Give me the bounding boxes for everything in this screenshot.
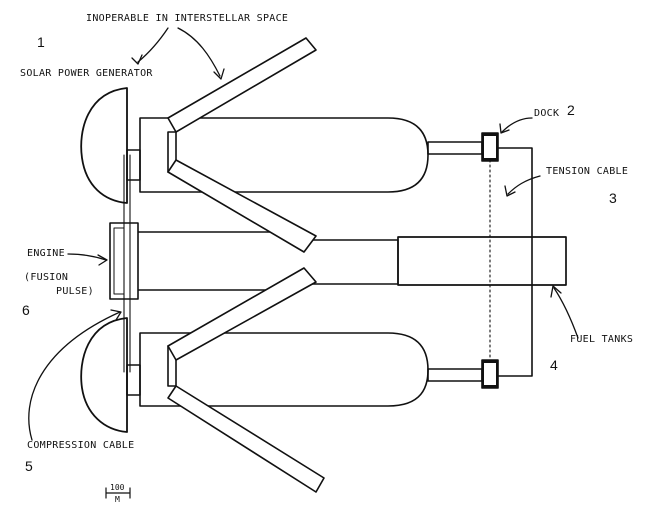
lower-boom — [167, 385, 325, 493]
central-spine — [134, 231, 399, 291]
label-fusion-1: (FUSION — [24, 272, 69, 283]
compression-arrow — [28, 311, 121, 441]
solar-generator-top — [80, 87, 128, 204]
fuel-tanks-arrow — [553, 287, 579, 339]
solar-generator-bottom — [80, 317, 128, 433]
upper-module-mount — [126, 149, 141, 181]
label-engine: ENGINE — [27, 248, 65, 259]
engine-arrow — [67, 253, 107, 261]
label-compression-cable: COMPRESSION CABLE — [27, 440, 135, 451]
callout-number-3: 3 — [609, 190, 617, 206]
callout-number-2: 2 — [567, 102, 575, 118]
callout-number-4: 4 — [550, 357, 558, 373]
lower-pipe — [427, 368, 483, 382]
inoperable-arrow-right — [177, 27, 221, 77]
inoperable-arrow-left — [137, 27, 169, 63]
lower-strut — [167, 267, 317, 361]
dock-arrow — [501, 117, 533, 133]
tension-arrow — [507, 175, 541, 195]
label-inoperable: INOPERABLE IN INTERSTELLAR SPACE — [86, 13, 289, 24]
label-solar-generator: SOLAR POWER GENERATOR — [20, 68, 153, 79]
callout-number-1: 1 — [37, 34, 45, 50]
lower-module-mount — [126, 364, 141, 396]
fuel-tank — [397, 236, 567, 286]
upper-pipe — [427, 141, 483, 155]
upper-boom — [167, 37, 317, 133]
label-fuel-tanks: FUEL TANKS — [570, 334, 634, 345]
label-tension-cable: TENSION CABLE — [546, 166, 629, 177]
label-fusion-2: PULSE) — [56, 286, 94, 297]
callout-number-6: 6 — [22, 302, 30, 318]
scale-bar-value: 100 — [110, 483, 125, 492]
scale-bar — [105, 487, 131, 499]
upper-module — [139, 117, 429, 193]
scale-bar-unit: M — [115, 495, 120, 504]
label-dock: DOCK — [534, 108, 560, 119]
upper-strut — [167, 159, 317, 253]
tension-cable — [497, 147, 533, 377]
callout-number-5: 5 — [25, 458, 33, 474]
